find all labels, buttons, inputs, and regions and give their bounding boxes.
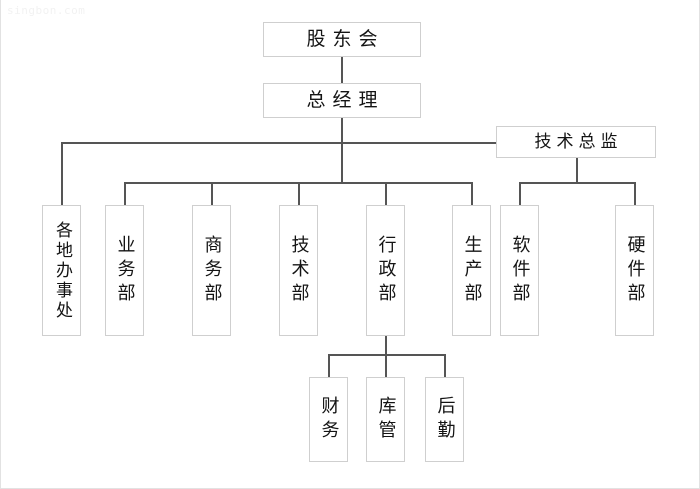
connector-admin-stem bbox=[385, 335, 387, 355]
node-hardware-dept-label: 硬件部 bbox=[624, 234, 646, 307]
node-admin-dept[interactable]: 行政部 bbox=[366, 205, 405, 336]
node-technical-dept-label: 技术部 bbox=[288, 234, 310, 307]
node-shareholders[interactable]: 股东会 bbox=[263, 22, 421, 57]
connector-drop-hardware bbox=[634, 182, 636, 206]
node-warehouse-label: 库管 bbox=[375, 395, 397, 444]
connector-drop-admin bbox=[385, 182, 387, 206]
node-general-manager[interactable]: 总经理 bbox=[263, 83, 421, 118]
node-local-offices[interactable]: 各地办事处 bbox=[42, 205, 81, 336]
node-admin-dept-label: 行政部 bbox=[375, 234, 397, 307]
node-production-dept[interactable]: 生产部 bbox=[452, 205, 491, 336]
node-technical-director-label: 技术总监 bbox=[534, 131, 623, 152]
node-business-dept-label: 业务部 bbox=[114, 234, 136, 307]
connector-cto-stem bbox=[576, 157, 578, 184]
connector-drop-technical bbox=[298, 182, 300, 206]
connector-drop-offices bbox=[61, 142, 63, 206]
connector-top-spine bbox=[61, 142, 501, 144]
node-commerce-dept[interactable]: 商务部 bbox=[192, 205, 231, 336]
node-commerce-dept-label: 商务部 bbox=[201, 234, 223, 307]
node-warehouse[interactable]: 库管 bbox=[366, 377, 405, 462]
node-hardware-dept[interactable]: 硬件部 bbox=[615, 205, 654, 336]
node-business-dept[interactable]: 业务部 bbox=[105, 205, 144, 336]
connector-drop-logistics bbox=[444, 354, 446, 378]
connector-drop-software bbox=[519, 182, 521, 206]
node-shareholders-label: 股东会 bbox=[306, 27, 385, 50]
connector-drop-commerce bbox=[211, 182, 213, 206]
node-technical-dept[interactable]: 技术部 bbox=[279, 205, 318, 336]
node-finance[interactable]: 财务 bbox=[309, 377, 348, 462]
node-production-dept-label: 生产部 bbox=[461, 234, 483, 307]
connector-drop-production bbox=[471, 182, 473, 206]
node-logistics[interactable]: 后勤 bbox=[425, 377, 464, 462]
connector-cto-spine bbox=[519, 182, 635, 184]
connector-drop-finance bbox=[328, 354, 330, 378]
node-local-offices-label: 各地办事处 bbox=[52, 220, 72, 321]
node-software-dept-label: 软件部 bbox=[509, 234, 531, 307]
node-general-manager-label: 总经理 bbox=[306, 88, 385, 111]
node-software-dept[interactable]: 软件部 bbox=[500, 205, 539, 336]
node-technical-director[interactable]: 技术总监 bbox=[496, 126, 656, 158]
watermark-text: singbon.com bbox=[7, 4, 86, 17]
connector-drop-business bbox=[124, 182, 126, 206]
connector-gm-stem bbox=[341, 116, 343, 184]
connector-drop-warehouse bbox=[385, 354, 387, 378]
node-finance-label: 财务 bbox=[318, 395, 340, 444]
node-logistics-label: 后勤 bbox=[434, 395, 456, 444]
connector-shareholders-to-gm bbox=[341, 56, 343, 84]
